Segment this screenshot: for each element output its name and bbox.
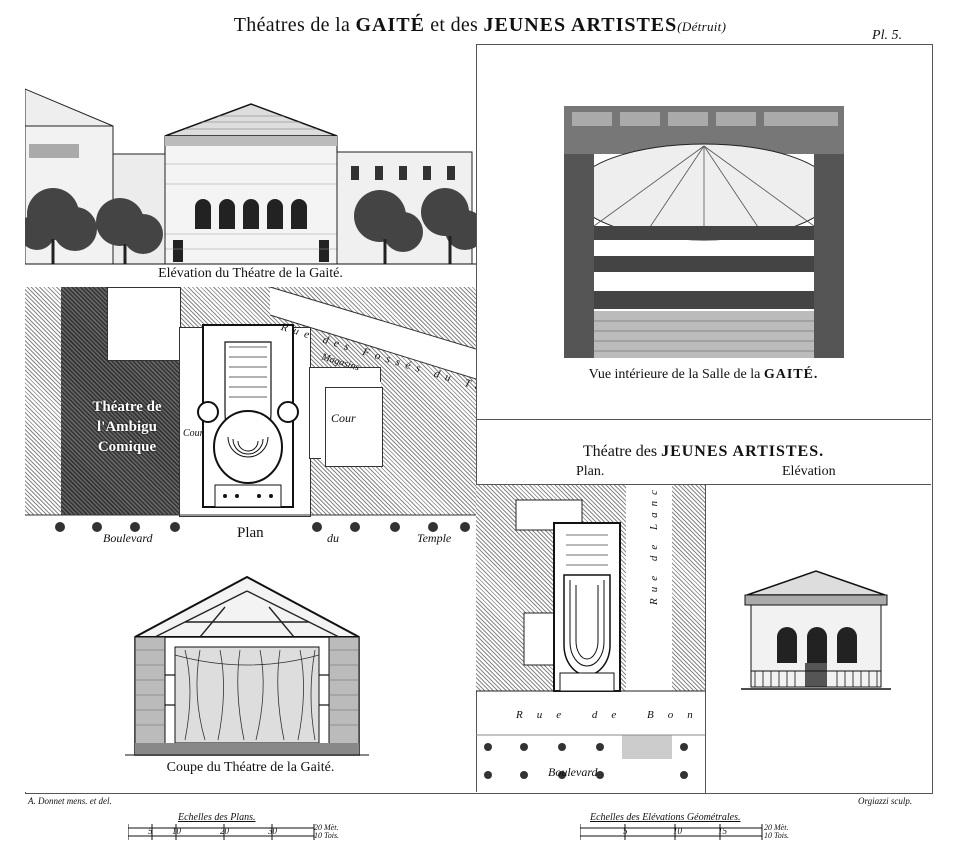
gaite-plan-caption: Plan [237,525,264,541]
jeunes-heading: Théatre des JEUNES ARTISTES. [476,443,931,461]
gaite-elevation-caption: Elévation du Théatre de la Gaité. [158,266,343,281]
credit-left: A. Donnet mens. et del. [28,796,112,806]
gaite-section-caption: Coupe du Théatre de la Gaité. [166,760,335,775]
scale-plans-title: Echelles des Plans. [178,812,256,823]
gaite-plan-panel: Théatre de l'Ambigu Comique Rue d [25,287,477,556]
interior-caption-name: GAITÉ. [763,367,819,382]
scale-elev-bar [580,824,763,840]
scale-elev-unit-m: 20 Mèt. [764,823,789,832]
jeunes-facade-drawing [741,570,891,690]
jeunes-plan-panel: Rue de Lancry Rue de Bondy Boulevard [476,484,706,793]
scale-plans-tick-1: 5 [148,826,153,836]
scale-elev-tick-2: 10 [673,826,682,836]
gaite-plan-drawing [25,287,476,532]
gaite-interior-caption: Vue intérieure de la Salle de la GAITÉ. [476,367,931,383]
scale-elev-title: Echelles des Elévations Géométrales. [590,812,741,823]
interior-caption-prefix: Vue intérieure de la Salle de la [588,367,761,382]
scale-plans-bar [128,824,315,840]
gaite-interior-engraving [564,106,844,358]
rue-bondy-label: Rue de Bondy [516,709,706,721]
gaite-section-panel: Coupe du Théatre de la Gaité. [25,555,477,792]
title-gaite: GAITÉ [355,14,425,36]
title-jeunes-artistes: JEUNES ARTISTES [483,14,678,36]
scale-plans-tick-4: 30 [268,826,277,836]
ambigu-courtyard [107,287,181,361]
plate-title: Théatres de la GAITÉ et des JEUNES ARTIS… [0,14,960,37]
title-prefix: Théatres de la [233,14,351,36]
scale-plans-unit-m: 20 Mèt. [314,823,339,832]
scale-elev-tick-1: 5 [623,826,628,836]
jeunes-plan-label: Plan. [576,464,605,479]
cour-right-area [325,387,383,467]
boulevard-word-2: du [327,531,339,545]
cour-right-label: Cour [331,411,356,425]
gaite-facade-drawing [25,88,476,265]
jeunes-heading-name: JEUNES ARTISTES. [661,443,825,460]
plate-number: Pl. 5. [872,28,902,43]
scale-plans-tick-2: 10 [172,826,181,836]
title-note: (Détruit) [677,19,727,34]
boulevard-word-1: Boulevard [103,531,153,545]
jeunes-plan-drawing [476,499,705,779]
jeunes-elevation-panel [705,484,931,793]
gaite-interior-panel: Vue intérieure de la Salle de la GAITÉ. [476,44,931,420]
scale-elev-tick-3: 15 [718,826,727,836]
scale-elev-unit-t: 10 Tois. [764,831,790,840]
jeunes-elevation-label: Elévation [782,464,836,479]
credit-right: Orgiazzi sculp. [858,796,913,806]
jeunes-plan-hatched-right [672,485,705,691]
gaite-elevation-panel: Elévation du Théatre de la Gaité. [25,44,477,288]
rue-lancry-label: Rue de Lancry [648,484,660,605]
jeunes-heading-prefix: Théatre des [582,443,658,460]
jeunes-boulevard-label: Boulevard [548,765,598,779]
boulevard-word-3: Temple [417,531,452,545]
ambigu-label: Théatre de l'Ambigu Comique [92,399,162,455]
cour-left-label: Cour [183,428,204,439]
title-middle: et des [430,14,479,36]
scale-plans-tick-3: 20 [220,826,229,836]
scale-plans-unit-t: 10 Tois. [314,831,340,840]
gaite-section-drawing [125,575,369,756]
